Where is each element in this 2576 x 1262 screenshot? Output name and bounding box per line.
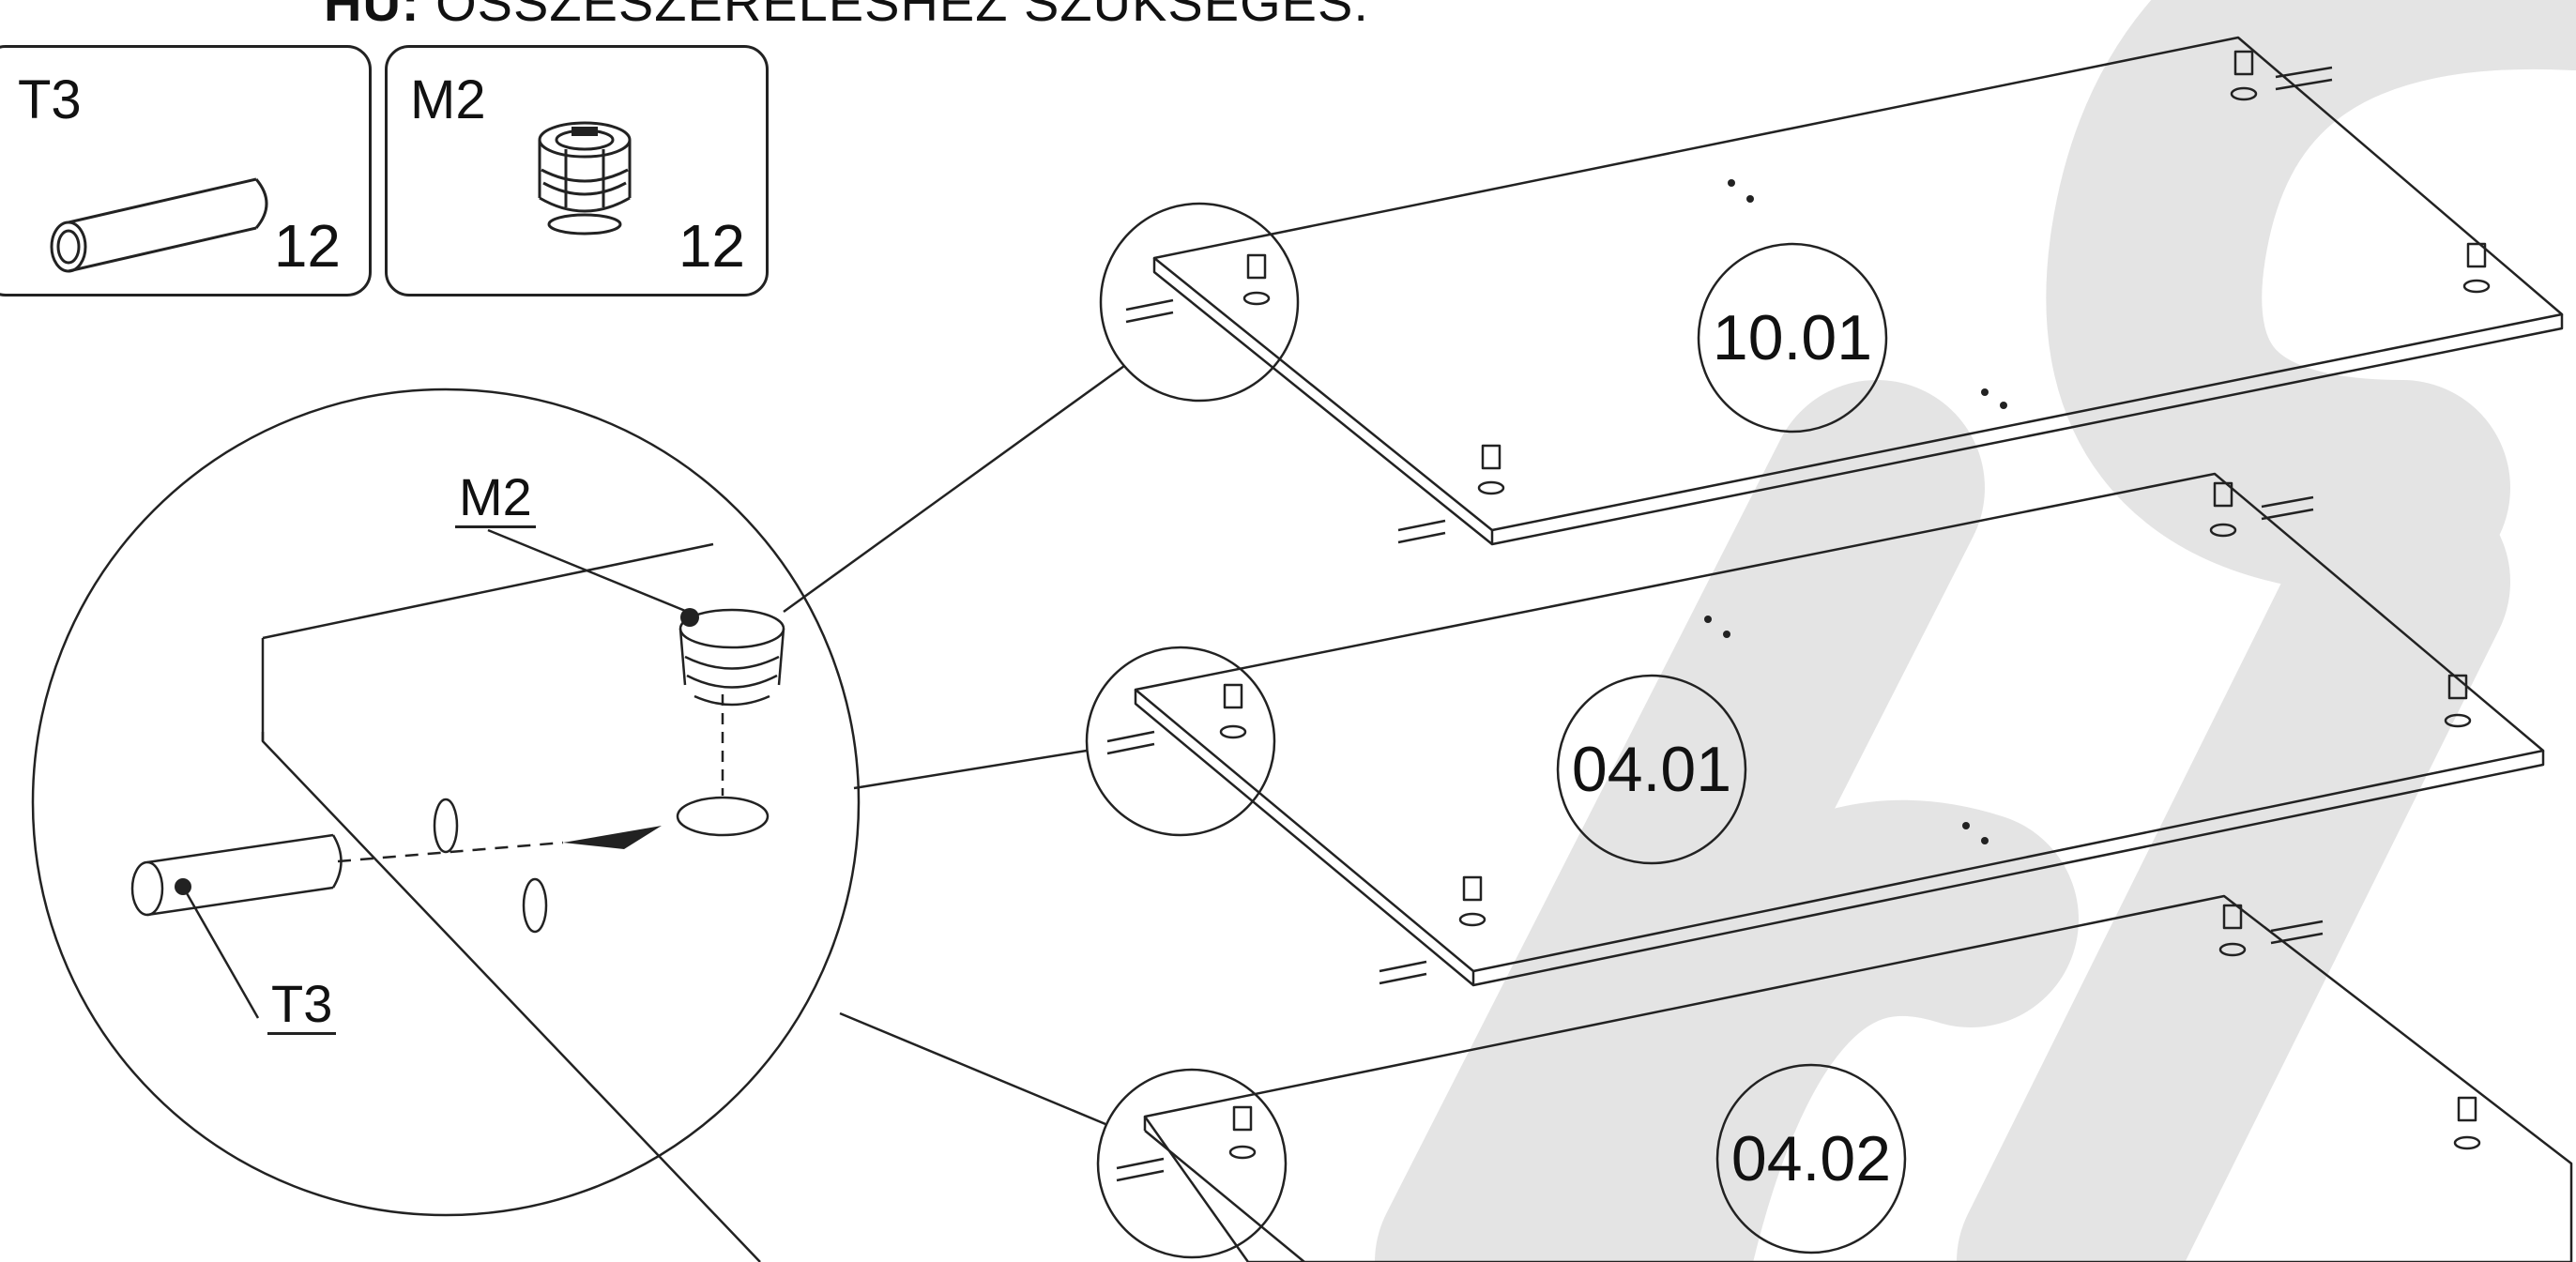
header-title: HU: ÖSSZESZERELÉSHEZ SZÜKSÉGES:	[324, 0, 1369, 33]
detail-label-m2: M2	[455, 469, 536, 528]
panel-04-01	[1134, 472, 2545, 987]
panel-label-10-01: 10.01	[1712, 302, 1873, 373]
header-text: ÖSSZESZERELÉSHEZ SZÜKSÉGES:	[435, 0, 1369, 32]
cam-lock-icon	[538, 121, 632, 236]
part-box-t3: T3 12	[0, 45, 372, 296]
part-quantity: 12	[273, 212, 341, 280]
part-quantity: 12	[678, 212, 745, 280]
panel-hardware	[1106, 50, 2491, 1182]
dowel-icon	[50, 177, 268, 273]
part-code: M2	[410, 69, 486, 130]
part-code: T3	[18, 69, 82, 130]
panel-04-02	[1143, 894, 2573, 1262]
panel-10-01	[1152, 36, 2564, 546]
header-prefix: HU:	[324, 0, 420, 32]
detail-label-t3: T3	[267, 976, 337, 1035]
panel-label-04-01: 04.01	[1571, 734, 1732, 805]
part-box-m2: M2 12	[385, 45, 769, 296]
panel-label-04-02: 04.02	[1730, 1123, 1892, 1194]
